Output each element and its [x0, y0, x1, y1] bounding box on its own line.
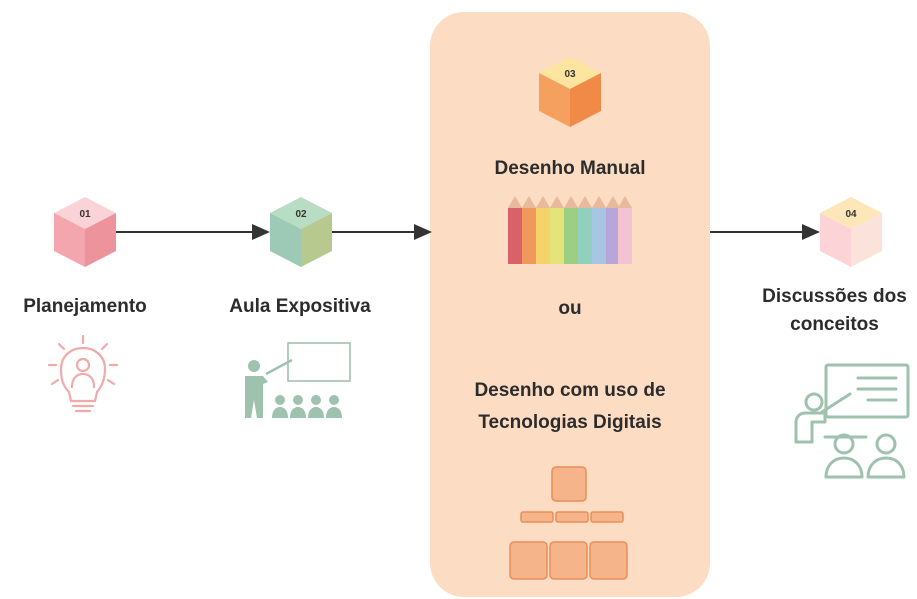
pencil [592, 196, 606, 264]
step-01-label: Planejamento [23, 296, 147, 317]
pencil [564, 196, 578, 264]
pencil [618, 196, 632, 264]
step-03-label-bottom-line2: Tecnologias Digitais [478, 412, 662, 433]
pencil [578, 196, 592, 264]
teacher-board-icon [245, 342, 351, 418]
step-04-label-line2: conceitos [790, 314, 879, 335]
pencil [606, 196, 620, 264]
pencil [536, 196, 550, 264]
step-03-number: 03 [564, 69, 576, 80]
step-01-number: 01 [79, 209, 91, 220]
step-03-cube: 03 [537, 55, 603, 129]
presentation-audience-icon [794, 363, 910, 479]
step-03-label-top: Desenho Manual [494, 158, 646, 179]
step-02-label: Aula Expositiva [229, 296, 371, 317]
step-04-number: 04 [845, 209, 857, 220]
step-04-label-line1: Discussões dos [762, 286, 907, 307]
step-03-label-bottom-line1: Desenho com uso de [474, 380, 666, 401]
step-01-cube: 01 [52, 195, 118, 269]
pencil [508, 196, 522, 264]
step-02-number: 02 [295, 209, 307, 220]
hierarchy-chart-icon [509, 466, 628, 580]
pencil [550, 196, 564, 264]
step-02-cube: 02 [268, 195, 334, 269]
step-04-cube: 04 [818, 195, 884, 269]
colored-pencils-icon [508, 196, 632, 264]
step-03-label-or: ou [558, 298, 582, 319]
lightbulb-person-icon [47, 335, 119, 413]
pencil [522, 196, 536, 264]
